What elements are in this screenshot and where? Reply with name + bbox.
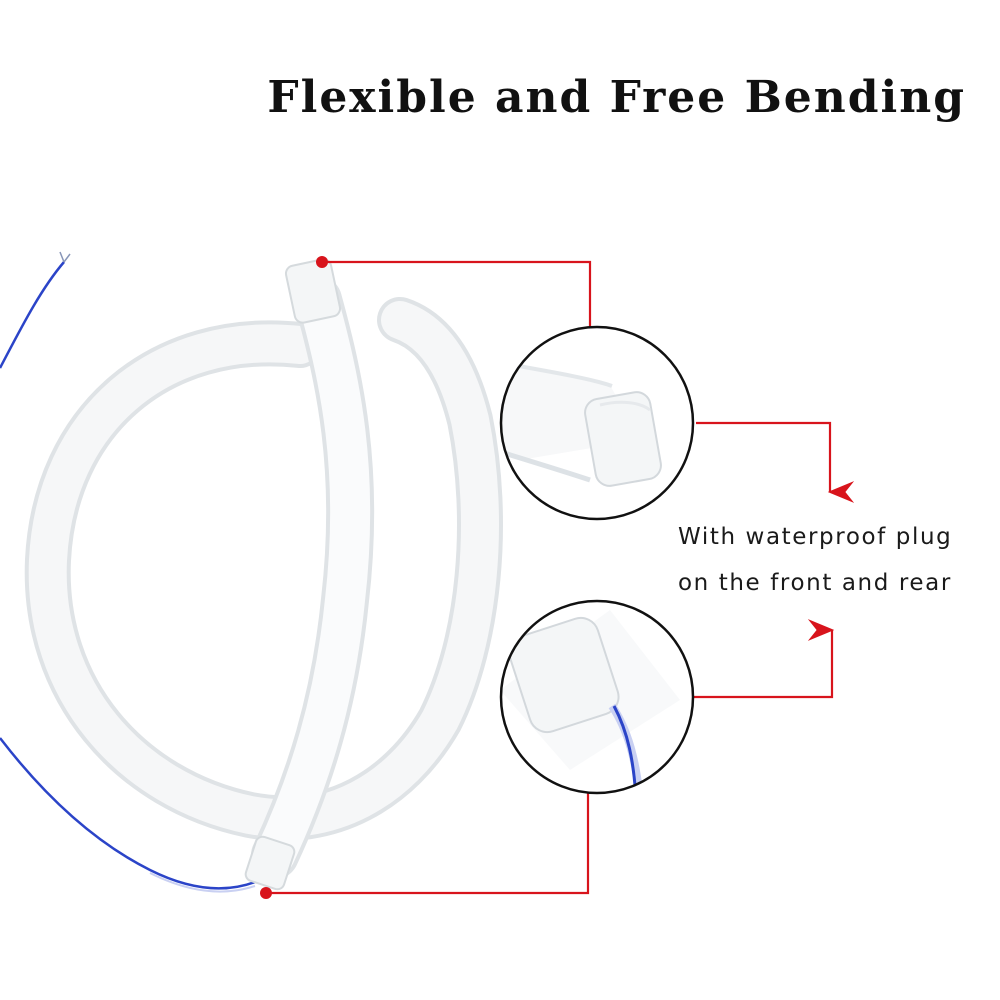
callout-text-line-2: on the front and rear — [678, 570, 952, 596]
headline: Flexible and Free Bending — [267, 72, 966, 123]
callout-line-top — [316, 256, 592, 336]
arrow-down — [696, 421, 855, 503]
zoom-circle-front-plug — [499, 325, 695, 521]
arrow-up — [694, 619, 835, 699]
wire-top-left — [0, 251, 71, 369]
zoom-circle-rear-plug — [499, 599, 695, 795]
callout-text-line-1: With waterproof plug — [678, 524, 953, 550]
flexible-tube — [24, 258, 503, 891]
wire-bottom-left — [0, 737, 256, 893]
callout-line-bottom — [260, 788, 590, 899]
